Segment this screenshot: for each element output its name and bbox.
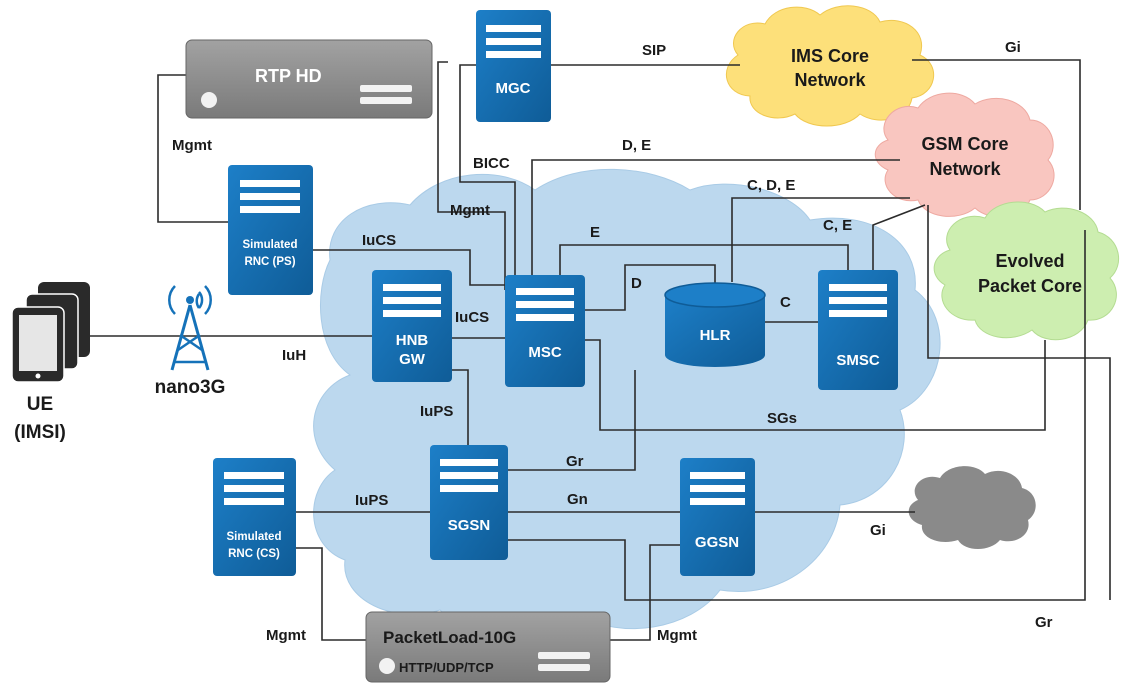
epc-cloud-label-1: Evolved xyxy=(995,251,1064,271)
gsm-cloud-label-2: Network xyxy=(929,159,1001,179)
link-c-label: C xyxy=(780,294,791,311)
ims-cloud-label-1: IMS Core xyxy=(791,46,869,66)
link-labels: SIP Gi Mgmt BICC Mgmt D, E C, D, E C, E … xyxy=(172,39,1053,644)
rtp-hd-label: RTP HD xyxy=(255,66,322,86)
link-sip-label: SIP xyxy=(642,42,666,59)
backbone-cloud xyxy=(313,168,941,634)
ue-devices-icon xyxy=(11,282,90,383)
rnc-ps-server: Simulated RNC (PS) xyxy=(228,165,313,295)
ue-label-1: UE xyxy=(27,394,53,415)
link-mgmt-pl-left-label: Mgmt xyxy=(266,627,306,644)
link-sgs-label: SGs xyxy=(767,410,797,427)
antenna-tower-icon xyxy=(168,285,212,371)
hnb-gw-label-2: GW xyxy=(399,351,426,368)
link-bicc-label: BICC xyxy=(473,155,510,172)
wires xyxy=(88,59,1111,641)
link-mgmt-rtp-label: Mgmt xyxy=(172,137,212,154)
gsm-cloud-label-1: GSM Core xyxy=(921,134,1008,154)
hlr-label: HLR xyxy=(700,327,731,344)
hnb-gw-label-1: HNB xyxy=(396,332,429,349)
link-mgmt-msc-label: Mgmt xyxy=(450,202,490,219)
epc-cloud-label-2: Packet Core xyxy=(978,276,1082,296)
link-iuh-label: IuH xyxy=(282,347,306,364)
mgc-server: MGC xyxy=(476,10,551,122)
link-de-label: D, E xyxy=(622,137,651,154)
link-iucs-rnc-label: IuCS xyxy=(362,232,396,249)
link-d-label: D xyxy=(631,275,642,292)
packetload-appliance: PacketLoad-10G HTTP/UDP/TCP xyxy=(365,611,611,683)
rtp-hd-appliance: RTP HD xyxy=(185,39,433,119)
link-e-label: E xyxy=(590,224,600,241)
link-cde-label: C, D, E xyxy=(747,177,795,194)
rnc-cs-label-1: Simulated xyxy=(227,531,282,543)
packetload-title: PacketLoad-10G xyxy=(383,628,516,647)
packetload-protocols: HTTP/UDP/TCP xyxy=(399,660,494,675)
rnc-ps-label-1: Simulated xyxy=(243,239,298,251)
nano3g-label: nano3G xyxy=(155,377,226,398)
link-gr-bottom-label: Gr xyxy=(1035,614,1053,631)
ggsn-label: GGSN xyxy=(695,534,739,551)
rnc-cs-label-2: RNC (CS) xyxy=(228,548,280,560)
ggsn-server: GGSN xyxy=(680,458,755,576)
mgc-label: MGC xyxy=(496,80,531,97)
epc-cloud xyxy=(933,201,1119,341)
link-gn-label: Gn xyxy=(567,491,588,508)
link-iups-rnc-label: IuPS xyxy=(355,492,388,509)
internet-cloud xyxy=(908,466,1036,549)
link-iups-hnb-label: IuPS xyxy=(420,403,453,420)
msc-label: MSC xyxy=(528,344,562,361)
smsc-server: SMSC xyxy=(818,270,898,390)
ims-core-cloud xyxy=(726,5,935,127)
ims-cloud-label-2: Network xyxy=(794,70,866,90)
hnb-gw-server: HNB GW xyxy=(372,270,452,382)
ue-label-2: (IMSI) xyxy=(14,422,66,443)
link-gi-bottom-label: Gi xyxy=(870,522,886,539)
hlr-database: HLR xyxy=(664,282,766,367)
rnc-cs-server: Simulated RNC (CS) xyxy=(213,458,296,576)
link-mgmt-pl-right-label: Mgmt xyxy=(657,627,697,644)
sgsn-label: SGSN xyxy=(448,517,491,534)
sgsn-server: SGSN xyxy=(430,445,508,560)
gsm-core-cloud xyxy=(874,92,1055,218)
link-gi-top-label: Gi xyxy=(1005,39,1021,56)
rnc-ps-label-2: RNC (PS) xyxy=(244,256,295,268)
link-gr-mid-label: Gr xyxy=(566,453,584,470)
smsc-label: SMSC xyxy=(836,352,880,369)
msc-server: MSC xyxy=(505,275,585,387)
link-ce-label: C, E xyxy=(823,217,852,234)
link-iucs-label: IuCS xyxy=(455,309,489,326)
